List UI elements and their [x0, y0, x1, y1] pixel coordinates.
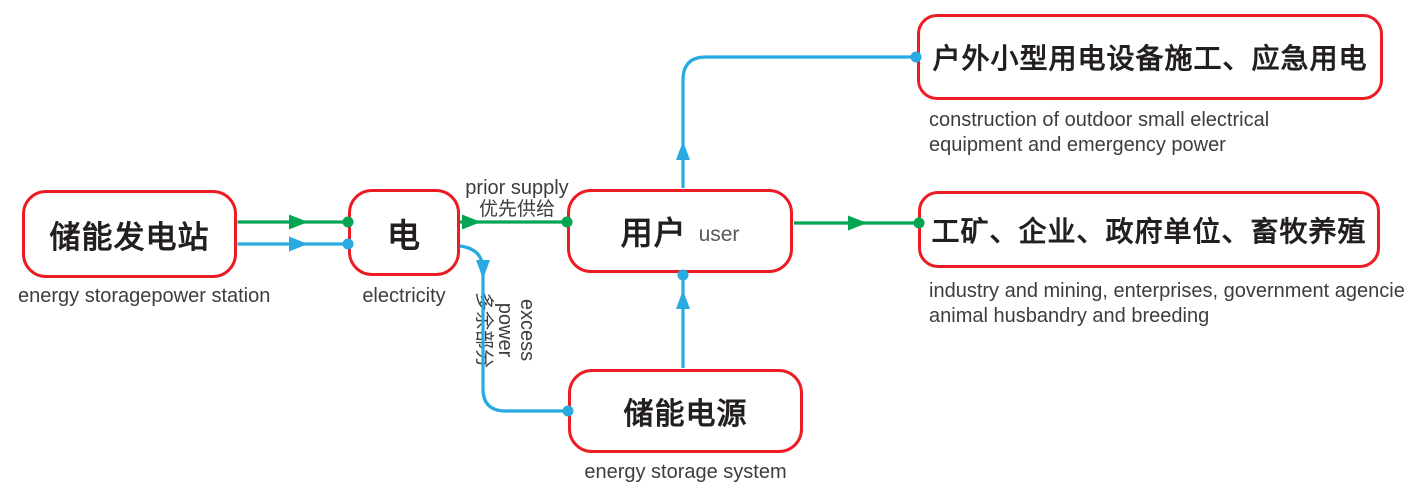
- caption-station: energy storagepower station: [18, 285, 271, 307]
- node-outdoor-label: 户外小型用电设备施工、应急用电: [932, 43, 1368, 74]
- node-electricity: 电: [348, 189, 460, 276]
- node-energy-storage-system: 储能电源: [568, 369, 803, 453]
- caption-industry: industry and mining, enterprises, govern…: [929, 279, 1405, 329]
- caption-storage: energy storage system: [584, 461, 787, 483]
- node-industry-label: 工矿、企业、政府单位、畜牧养殖: [931, 215, 1367, 247]
- node-user-sublabel: user: [698, 223, 740, 246]
- edge-label-prior-supply-zh: 优先供给: [478, 199, 555, 220]
- arrowhead-user-industry-green-icon: [848, 215, 867, 231]
- node-station-label: 储能发电站: [49, 219, 210, 255]
- caption-industry-line1: industry and mining, enterprises, govern…: [929, 280, 1405, 302]
- node-energy-storage-power-station: 储能发电站: [22, 190, 237, 278]
- node-storage-label: 储能电源: [623, 398, 748, 431]
- node-outdoor-equipment: 户外小型用电设备施工、应急用电: [917, 14, 1383, 100]
- edge-label-excess-power-zh: 多余部分: [473, 291, 494, 368]
- caption-industry-line2: animal husbandry and breeding: [929, 305, 1210, 327]
- caption-outdoor: construction of outdoor small electrical…: [929, 108, 1269, 158]
- arrowhead-storage-user-blue-icon: [676, 290, 690, 309]
- node-user-label: 用户: [620, 215, 687, 251]
- edge-label-prior-supply-en: prior supply: [465, 177, 569, 199]
- caption-electricity: electricity: [362, 285, 446, 307]
- node-industry-users: 工矿、企业、政府单位、畜牧养殖: [918, 191, 1380, 268]
- arrowhead-station-electricity-green-icon: [289, 214, 308, 230]
- arrowhead-user-outdoor-blue-icon: [676, 141, 690, 160]
- node-electricity-label: 电: [387, 216, 421, 254]
- edge-label-prior-supply: prior supply 优先供给: [447, 177, 587, 221]
- node-user: 用户 user: [567, 189, 793, 273]
- arrowhead-station-electricity-blue-icon: [289, 236, 308, 252]
- caption-outdoor-line1: construction of outdoor small electrical: [929, 109, 1270, 131]
- edge-label-excess-power: excess power 多余部分: [473, 270, 538, 390]
- caption-outdoor-line2: equipment and emergency power: [929, 134, 1226, 156]
- edge-user-outdoor-blue: [681, 55, 915, 188]
- edge-label-excess-power-en: excess power: [494, 298, 538, 362]
